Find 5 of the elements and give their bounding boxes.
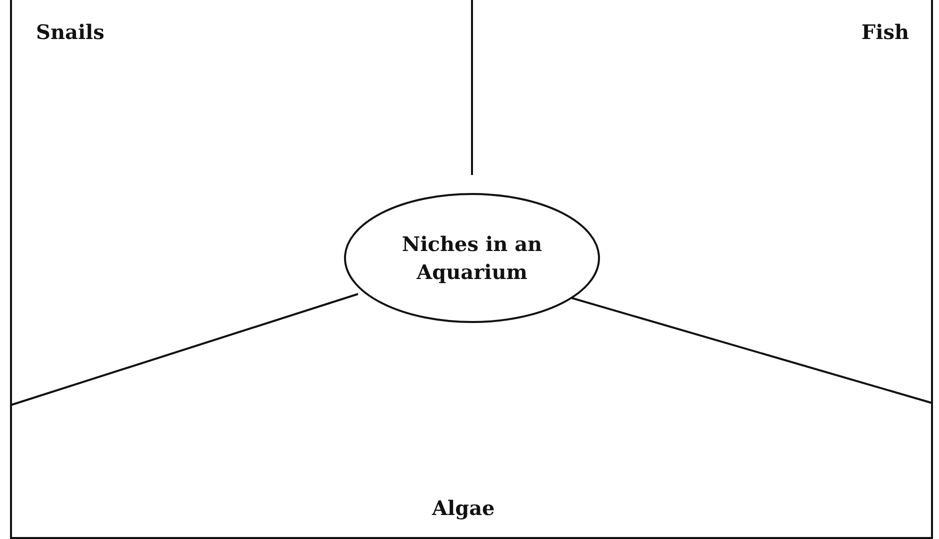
region-label: Fish [861, 20, 909, 44]
region-label: Algae [432, 496, 495, 520]
node-title: Niches in an Aquarium [400, 231, 544, 286]
region-label: Snails [36, 20, 104, 44]
ellipse-node [344, 193, 600, 323]
